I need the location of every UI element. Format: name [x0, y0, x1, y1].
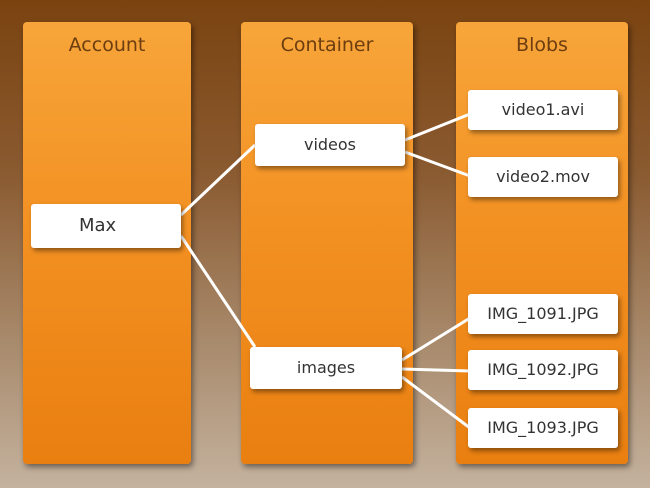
account-node-max[interactable]: Max: [31, 204, 181, 248]
container-node-videos[interactable]: videos: [255, 124, 405, 166]
blob-node-img1091[interactable]: IMG_1091.JPG: [468, 294, 618, 334]
container-column: Container: [241, 22, 413, 464]
blob-node-video2[interactable]: video2.mov: [468, 157, 618, 197]
blob-node-img1093[interactable]: IMG_1093.JPG: [468, 408, 618, 448]
container-node-images[interactable]: images: [250, 347, 402, 389]
blobs-column-title: Blobs: [516, 34, 568, 56]
blobs-column: Blobs: [456, 22, 628, 464]
blob-node-video1[interactable]: video1.avi: [468, 90, 618, 130]
container-column-title: Container: [280, 34, 374, 56]
account-column-title: Account: [68, 34, 146, 56]
blob-node-img1092[interactable]: IMG_1092.JPG: [468, 350, 618, 390]
